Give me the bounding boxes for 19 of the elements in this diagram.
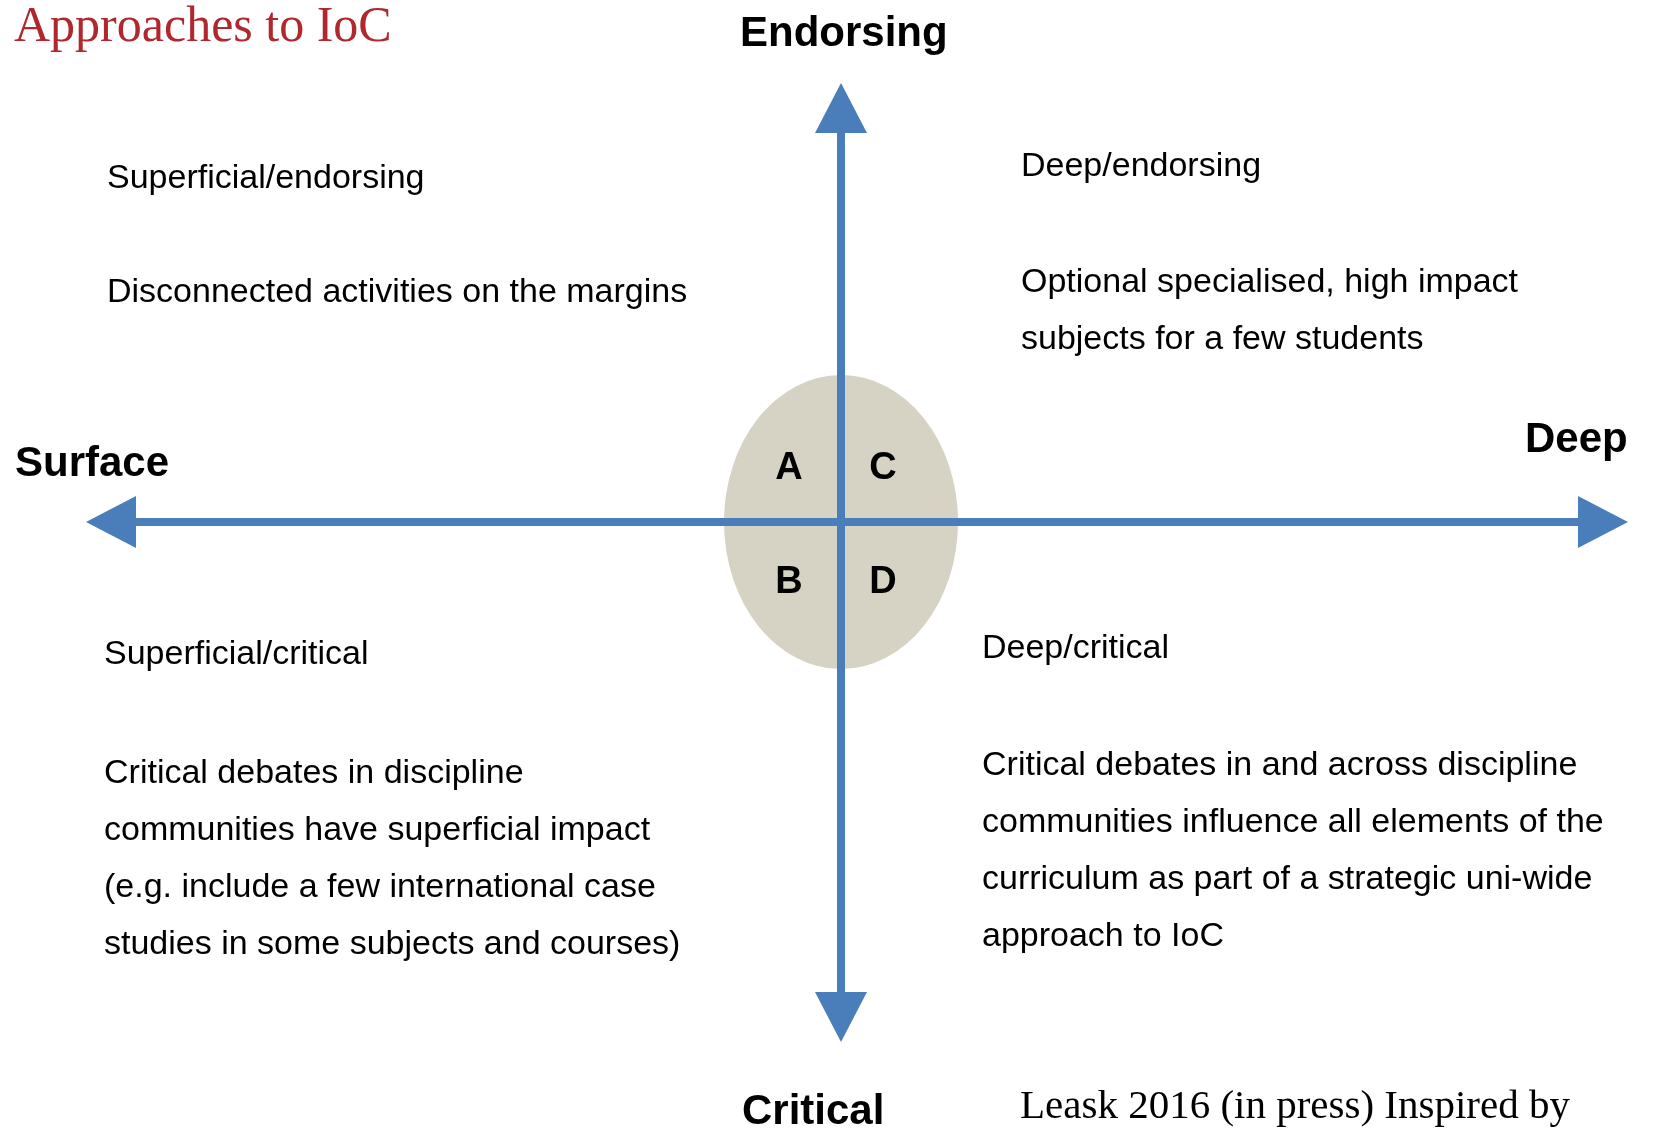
quadrant-letter: D <box>868 558 898 603</box>
quadrant-heading: Deep/critical <box>982 626 1171 667</box>
quadrant-heading: Deep/endorsing <box>1021 144 1263 185</box>
axis-label: Endorsing <box>740 8 948 56</box>
axis-label: Surface <box>15 438 170 486</box>
quadrant-letter: B <box>774 558 804 603</box>
axis-label: Critical <box>742 1086 885 1134</box>
quadrant-description: Critical debates in and across discipline communities influence all elements of the curriculum as part of a strategic uni-wide approach to IoC <box>982 743 1605 955</box>
quadrant-heading: Superficial/critical <box>104 632 370 673</box>
oval-background <box>724 375 958 669</box>
quadrant-description: Critical debates in discipline communities have superficial impact (e.g. include a few international case studies in some subjects and courses) <box>104 751 682 963</box>
quadrant-letter: C <box>868 444 898 489</box>
quadrant-description: Optional specialised, high impact subjects for a few students <box>1021 260 1520 358</box>
quadrant-description: Disconnected activities on the margins <box>107 270 689 311</box>
quadrant-heading: Superficial/endorsing <box>107 156 426 197</box>
citation: Leask 2016 (in press) Inspired by <box>1020 1080 1570 1128</box>
quadrant-letter: A <box>774 444 804 489</box>
axis-label: Deep <box>1525 414 1628 462</box>
title: Approaches to IoC <box>14 0 392 52</box>
